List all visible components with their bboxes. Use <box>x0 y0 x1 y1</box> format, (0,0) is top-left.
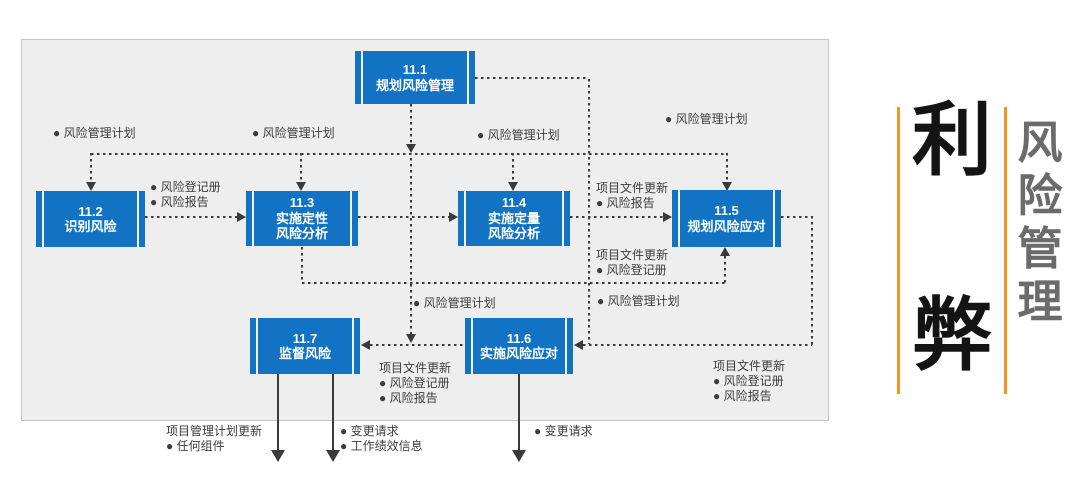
dashed-connector <box>583 344 812 346</box>
arrowhead <box>722 182 732 191</box>
io-label: 项目管理计划更新 ● 任何组件 <box>166 424 263 453</box>
pros-character: 利 <box>912 96 992 185</box>
arrowhead <box>361 340 370 350</box>
process-box-11-5: 11.5 规划风险应对 <box>672 190 781 247</box>
accent-line-right <box>1004 107 1007 394</box>
process-name: 监督风险 <box>278 346 331 361</box>
dashed-connector <box>301 247 303 283</box>
io-label: ● 变更请求 ● 工作绩效信息 <box>340 424 423 453</box>
process-name: 规划风险应对 <box>687 218 766 234</box>
process-id: 11.2 <box>78 203 103 219</box>
io-label: ● 风险管理计划 <box>252 126 335 140</box>
io-label: ● 风险管理计划 <box>53 126 136 140</box>
solid-output-connector <box>332 374 334 450</box>
io-label: ● 风险管理计划 <box>413 296 496 310</box>
arrowhead <box>271 450 285 462</box>
arrowhead <box>512 450 526 462</box>
solid-output-connector <box>277 374 279 450</box>
dashed-connector <box>781 216 811 218</box>
arrowhead <box>326 450 340 462</box>
dashed-connector <box>512 153 514 181</box>
process-name: 实施风险应对 <box>479 346 558 361</box>
accent-line-left <box>897 107 900 394</box>
process-id: 11.3 <box>289 195 315 211</box>
arrowhead <box>574 340 583 350</box>
io-label: 项目文件更新 ● 风险登记册 <box>596 248 669 277</box>
process-box-11-2: 11.2 识别风险 <box>36 191 145 247</box>
dashed-connector <box>91 153 728 155</box>
dashed-connector <box>410 158 412 334</box>
dashed-connector <box>358 216 449 218</box>
process-id: 11.4 <box>501 195 527 211</box>
process-id: 11.6 <box>506 330 532 346</box>
io-label: ● 风险管理计划 <box>665 112 748 126</box>
arrowhead <box>663 212 672 222</box>
dashed-connector <box>410 104 412 144</box>
cons-character: 弊 <box>912 291 992 380</box>
process-box-11-7: 11.7 监督风险 <box>250 318 360 374</box>
process-name: 实施定性 风险分析 <box>275 210 328 242</box>
io-label: 项目文件更新 ● 风险登记册 ● 风险报告 <box>713 359 786 403</box>
vertical-title: 风险管理 <box>1017 117 1063 327</box>
process-box-11-3: 11.3 实施定性 风险分析 <box>246 191 358 246</box>
io-label: ● 风险管理计划 <box>477 128 560 142</box>
dashed-connector <box>726 153 728 181</box>
dashed-connector <box>302 282 725 284</box>
process-name: 规划风险管理 <box>375 77 454 93</box>
dashed-connector <box>588 79 590 344</box>
dashed-connector <box>300 153 302 181</box>
solid-output-connector <box>518 374 520 450</box>
dashed-connector <box>475 77 589 79</box>
arrowhead <box>508 182 518 191</box>
io-label: 项目文件更新 ● 风险登记册 ● 风险报告 <box>379 361 452 405</box>
process-name: 识别风险 <box>64 219 117 234</box>
io-label: ● 风险登记册 ● 风险报告 <box>150 180 221 209</box>
process-box-11-6: 11.6 实施风险应对 <box>465 318 573 374</box>
process-id: 11.5 <box>714 203 739 218</box>
arrowhead <box>720 247 730 256</box>
dashed-connector <box>90 153 92 181</box>
dashed-connector <box>370 344 465 346</box>
process-box-11-4: 11.4 实施定量 风险分析 <box>458 191 570 246</box>
arrowhead <box>237 212 246 222</box>
io-label: 项目文件更新 ● 风险报告 <box>596 181 669 210</box>
io-label: ● 变更请求 <box>534 424 593 438</box>
dashed-connector <box>811 216 813 345</box>
process-id: 11.7 <box>292 330 318 346</box>
arrowhead <box>296 182 306 191</box>
arrowhead <box>406 334 416 343</box>
dashed-connector <box>724 256 726 283</box>
arrowhead <box>449 212 458 222</box>
arrowhead <box>86 182 96 191</box>
dashed-connector <box>145 216 237 218</box>
io-label: ● 风险管理计划 <box>597 294 680 308</box>
arrowhead <box>406 144 416 153</box>
process-name: 实施定量 风险分析 <box>487 210 540 242</box>
process-box-11-1: 11.1 规划风险管理 <box>355 51 475 104</box>
dashed-connector <box>570 216 663 218</box>
process-id: 11.1 <box>402 62 428 77</box>
